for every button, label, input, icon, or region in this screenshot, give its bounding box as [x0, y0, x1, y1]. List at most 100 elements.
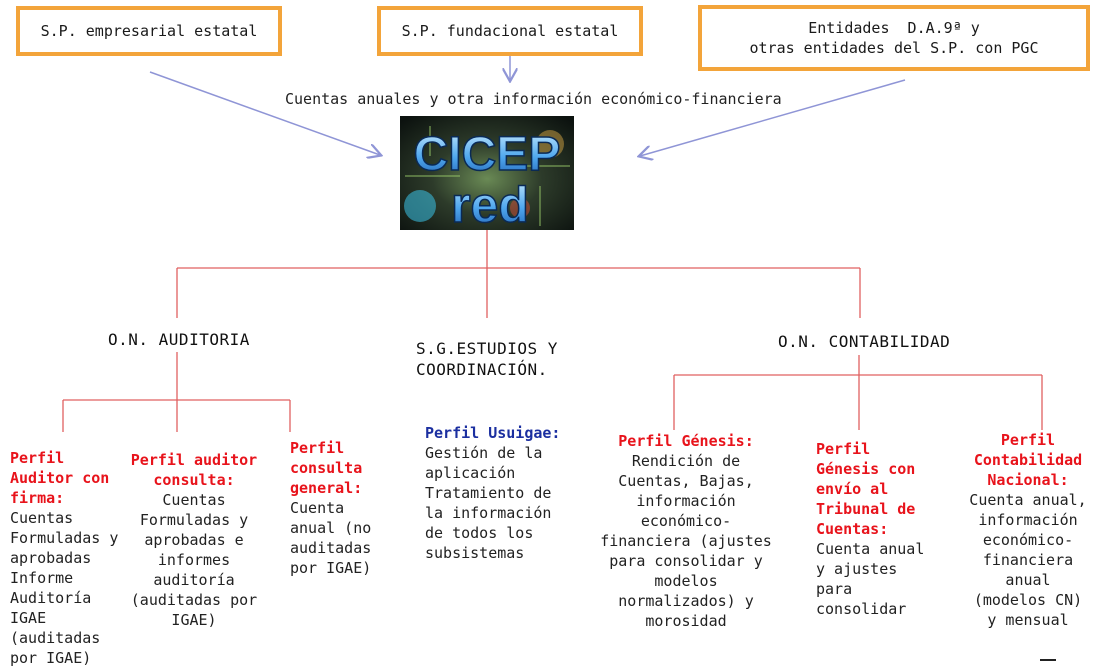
body-line: Cuentas [162, 491, 226, 509]
body-line: consolidar [816, 600, 907, 618]
title-line: consulta: [153, 471, 235, 489]
title-line: Auditor con [10, 469, 110, 487]
body-line: modelos [654, 572, 718, 590]
body-line: auditadas [290, 539, 372, 557]
body-line: (auditadas [10, 629, 101, 647]
body-line: (modelos CN) [973, 591, 1083, 609]
profile-consulta-general-title: Perfil consulta general: [290, 438, 371, 498]
body-line: información [978, 511, 1078, 529]
body-line: anual (no [290, 519, 372, 537]
profile-genesis-title: Perfil Génesis: [618, 432, 754, 450]
profile-auditor-consulta: Perfil auditor consulta: Cuentas Formula… [126, 450, 262, 630]
profile-contabilidad-nacional-body: Cuenta anual, información económico- fin… [963, 490, 1093, 630]
body-line: Tratamiento de [425, 484, 552, 502]
profile-genesis: Perfil Génesis: Rendición de Cuentas, Ba… [596, 431, 776, 631]
body-line: aprobadas e [144, 531, 244, 549]
title-line: envío al [816, 480, 889, 498]
body-line: información [636, 492, 736, 510]
body-line: Auditoría [10, 589, 92, 607]
body-line: subsistemas [425, 544, 525, 562]
logo-text-top: CICEP [414, 128, 561, 181]
profile-usuigae: Perfil Usuigae: Gestión de la aplicación… [425, 423, 560, 563]
title-line: Perfil [10, 449, 65, 467]
body-line: y ajustes [816, 560, 898, 578]
branch-auditoria: O.N. AUDITORIA [108, 330, 250, 349]
body-line: Cuentas, Bajas, [618, 472, 754, 490]
profile-genesis-tribunal: Perfil Génesis con envío al Tribunal de … [816, 439, 924, 619]
body-line: Formuladas y [10, 529, 119, 547]
source-box-empresarial: S.P. empresarial estatal [16, 6, 282, 56]
body-line: IGAE) [171, 611, 217, 629]
body-line: Cuenta [290, 499, 345, 517]
title-line: Perfil [1000, 431, 1056, 449]
source-box-entidades: Entidades D.A.9ª y otras entidades del S… [698, 5, 1090, 71]
profile-contabilidad-nacional: Perfil Contabilidad Nacional: Cuenta anu… [963, 430, 1093, 630]
profile-consulta-general-body: Cuenta anual (no auditadas por IGAE) [290, 498, 371, 578]
arrow-empresarial [149, 71, 380, 155]
title-line: Tribunal de [816, 500, 916, 518]
profile-genesis-tribunal-body: Cuenta anual y ajustes para consolidar [816, 539, 924, 619]
profile-auditor-firma-title: Perfil Auditor con firma: [10, 448, 118, 508]
body-line: Cuentas [10, 509, 74, 527]
body-line: aprobadas [10, 549, 92, 567]
branch-estudios-line2: COORDINACIÓN. [416, 360, 548, 379]
source-entidades-line2: otras entidades del S.P. con PGC [749, 39, 1039, 57]
body-line: Cuenta anual [816, 540, 925, 558]
body-line: Gestión de la [425, 444, 543, 462]
logo-text-bottom: red [451, 177, 529, 230]
body-line: aplicación [425, 464, 516, 482]
body-line: informes [157, 551, 231, 569]
title-line: Cuentas: [816, 520, 889, 538]
branch-estudios-line1: S.G.ESTUDIOS Y [416, 339, 558, 358]
source-entidades-line1: Entidades D.A.9ª y [808, 19, 980, 37]
cicep-red-logo: CICEP red [400, 116, 574, 234]
body-line: de todos los [425, 524, 534, 542]
body-line: por IGAE) [10, 649, 92, 667]
source-box-fundacional: S.P. fundacional estatal [377, 6, 643, 56]
source-fundacional-label: S.P. fundacional estatal [401, 22, 619, 40]
body-line: y mensual [987, 611, 1069, 629]
body-line: financiera [982, 551, 1074, 569]
body-line: IGAE [10, 609, 47, 627]
body-line: para [816, 580, 853, 598]
body-line: para consolidar y [609, 552, 763, 570]
body-line: por IGAE) [290, 559, 372, 577]
branch-contabilidad: O.N. CONTABILIDAD [778, 332, 951, 351]
title-line: Perfil auditor [130, 451, 258, 469]
profile-genesis-body: Rendición de Cuentas, Bajas, información… [596, 451, 776, 631]
body-line: Rendición de [631, 452, 741, 470]
body-line: Formuladas y [139, 511, 249, 529]
body-line: Informe [10, 569, 74, 587]
title-line: Génesis con [816, 460, 916, 478]
source-empresarial-label: S.P. empresarial estatal [40, 22, 258, 40]
body-line: Cuenta anual, [969, 491, 1087, 509]
body-line: auditoría [153, 571, 235, 589]
profile-auditor-firma: Perfil Auditor con firma: Cuentas Formul… [10, 448, 118, 668]
body-line: económico- [640, 512, 732, 530]
body-line: la información [425, 504, 552, 522]
profile-auditor-consulta-body: Cuentas Formuladas y aprobadas e informe… [126, 490, 262, 630]
profile-usuigae-title: Perfil Usuigae: [425, 424, 561, 442]
profile-auditor-firma-body: Cuentas Formuladas y aprobadas Informe A… [10, 508, 118, 668]
body-line: (auditadas por [130, 591, 258, 609]
arrow-entidades [640, 79, 906, 156]
title-line: Perfil [290, 439, 345, 457]
branch-estudios: S.G.ESTUDIOS Y COORDINACIÓN. [416, 338, 558, 380]
body-line: normalizados) y [618, 592, 754, 610]
body-line: anual [1005, 571, 1051, 589]
title-line: Contabilidad [973, 451, 1083, 469]
profile-consulta-general: Perfil consulta general: Cuenta anual (n… [290, 438, 371, 578]
body-line: morosidad [645, 612, 727, 630]
profile-contabilidad-nacional-title: Perfil Contabilidad Nacional: [963, 430, 1093, 490]
profile-genesis-tribunal-title: Perfil Génesis con envío al Tribunal de … [816, 439, 924, 539]
body-line: financiera (ajustes [600, 532, 772, 550]
title-line: consulta [290, 459, 363, 477]
body-line: económico- [982, 531, 1074, 549]
title-line: Perfil [816, 440, 871, 458]
profile-auditor-consulta-title: Perfil auditor consulta: [126, 450, 262, 490]
flow-caption: Cuentas anuales y otra información econó… [285, 90, 782, 108]
title-line: firma: [10, 489, 65, 507]
title-line: general: [290, 479, 363, 497]
profile-usuigae-body: Gestión de la aplicación Tratamiento de … [425, 443, 560, 563]
